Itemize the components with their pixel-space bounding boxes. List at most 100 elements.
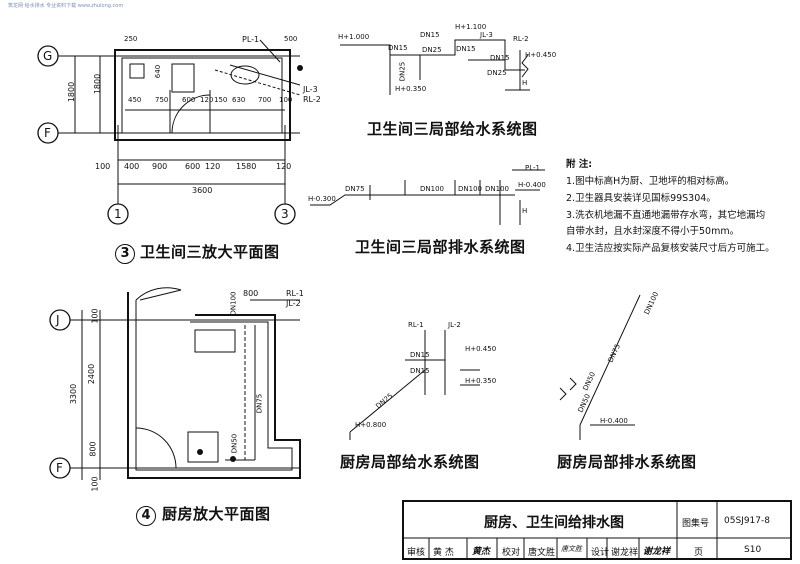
atlas-label: 图集号: [682, 519, 710, 529]
bs-label-4: DN25: [422, 46, 442, 54]
kitchen-inner-wall: [135, 300, 293, 471]
bath-inner-dim-1: 750: [155, 96, 169, 104]
tb-designer-signature: 谢龙祥: [643, 547, 671, 557]
note-1: 1.图中标高H为厨、卫地坪的相对标高。: [566, 176, 735, 187]
bd-label-7: H: [522, 207, 528, 215]
ks-label-7: H+0.800: [355, 421, 387, 429]
bath-dim-left: 1800: [67, 81, 77, 103]
kitchen-door-top: [135, 287, 182, 301]
tb-checker-signature: 唐文胜: [561, 545, 582, 553]
bd-label-2: DN75: [345, 185, 365, 193]
bd-label-5: DN100: [485, 185, 509, 193]
bd-label-6: H-0.400: [518, 181, 546, 189]
kp-dim-4: 100: [90, 476, 100, 492]
grid-label-3: 3: [281, 207, 289, 221]
bs-label-7: DN25: [487, 69, 507, 77]
kp-dim-3: 100: [90, 308, 100, 324]
bs-label-3: DN15: [420, 31, 440, 39]
bath-pipe-pl1: PL-1: [242, 35, 260, 44]
bath-plan-title: 卫生间三放大平面图: [140, 243, 280, 261]
ks-label-0: RL-1: [408, 321, 424, 329]
bs-label-13: H: [522, 79, 528, 87]
bath-dim-b3: 600: [185, 162, 201, 171]
note-3: 3.洗衣机地漏不直通地漏带存水弯，其它地漏均: [566, 210, 766, 221]
bs-label-8: DN25: [398, 61, 407, 82]
bs-label-0: H+1.000: [338, 33, 370, 41]
bd-label-4: DN100: [458, 185, 482, 193]
tb-checker: 唐文胜: [528, 548, 556, 558]
tb-review-label: 审核: [407, 548, 426, 558]
bath-inner-dim-6: 700: [258, 96, 272, 104]
grid-bubble-f: [37, 122, 59, 144]
tb-check-label: 校对: [502, 548, 521, 558]
bd-label-0: PL-1: [525, 164, 540, 172]
kp-dim-5: 800: [243, 289, 259, 298]
note-3b: 自带水封，且水封深度不得小于50mm。: [566, 226, 740, 237]
bs-label-6: DN15: [490, 54, 510, 62]
grid-bubble-g: [37, 45, 59, 67]
kp-pipe-dn100: DN100: [229, 291, 238, 316]
bath-inner-dim-4: 150: [214, 96, 228, 104]
grid-bubble-1: [107, 203, 129, 225]
grid-bubble-3: [274, 203, 296, 225]
shower: [129, 63, 145, 79]
note-2: 2.卫生器具安装详见国标99S304。: [566, 193, 716, 204]
bath-inner-wall: [121, 57, 283, 134]
tb-reviewer-signature: 黄杰: [472, 547, 491, 557]
bath-dim-b6: 120: [276, 162, 292, 171]
ks-label-2: DN15: [410, 351, 430, 359]
kp-pipe-dn75: DN75: [255, 393, 264, 414]
title-block: 厨房、卫生间给排水图 图集号 05SJ917-8 审核 黄 杰 黄杰 校对 唐文…: [402, 500, 792, 560]
ks-label-3: DN15: [410, 367, 430, 375]
bath-inner-dim-0: 450: [128, 96, 142, 104]
bs-label-2: DN15: [388, 44, 408, 52]
tb-designer: 谢龙祥: [611, 548, 639, 558]
bath-inner-dim-5: 630: [232, 96, 246, 104]
kp-dim-0: 3300: [69, 383, 79, 405]
atlas-number: 05SJ917-8: [724, 516, 770, 526]
bath-pipe-jl3: JL-3: [303, 85, 318, 94]
bath-plan-number: 3: [115, 244, 135, 264]
kitchen-plan-title: 厨房放大平面图: [162, 505, 271, 523]
tb-design-label: 设计: [591, 548, 610, 558]
bath-inner-dim-9: 250: [124, 35, 138, 43]
bd-label-1: H-0.300: [308, 195, 336, 203]
ks-label-6: H+0.350: [465, 377, 497, 385]
bath-outer-wall: [114, 49, 291, 141]
bd-label-3: DN100: [420, 185, 444, 193]
kd-label-4: H-0.400: [600, 417, 628, 425]
toilet: [171, 63, 195, 93]
grid-label-g: G: [43, 49, 53, 63]
bs-label-11: JL-3: [480, 31, 493, 39]
bath-dim-b5: 1580: [236, 162, 257, 171]
grid-bubble-j: [49, 309, 71, 331]
kitchen-drain-title: 厨房局部排水系统图: [557, 453, 697, 471]
grid-bubble-f2: [49, 457, 71, 479]
bath-dim-left-2: 1800: [93, 73, 103, 95]
bath-inner-dim-3: 120: [200, 96, 214, 104]
bath-supply-title: 卫生间三局部给水系统图: [367, 120, 538, 138]
bs-label-10: H+0.450: [525, 51, 557, 59]
grid-label-f: F: [44, 126, 51, 140]
bath-inner-dim-7: 100: [279, 96, 293, 104]
bath-dim-total: 3600: [192, 186, 213, 195]
bath-pipe-rl2: RL-2: [303, 95, 321, 104]
bath-inner-dim-2: 600: [182, 96, 196, 104]
grid-label-j: J: [56, 313, 60, 327]
bath-dim-b1: 400: [124, 162, 140, 171]
drawing-title: 厨房、卫生间给排水图: [484, 515, 624, 531]
bath-inner-dim-8: 640: [154, 64, 163, 79]
bath-dim-b4: 120: [205, 162, 221, 171]
kp-dim-2: 800: [88, 441, 98, 457]
notes-heading: 附 注:: [566, 159, 593, 170]
ks-label-1: JL-2: [448, 321, 461, 329]
bath-dim-b2: 900: [152, 162, 168, 171]
bath-door-arc: [171, 94, 211, 134]
kitchen-door-bottom: [135, 427, 177, 469]
grid-label-1: 1: [114, 207, 122, 221]
watermark-text: 筑龙网 给水排水 专业资料下载 www.zhulong.com: [8, 3, 124, 9]
kitchen-outer-wall: [127, 292, 301, 479]
page-number: S10: [744, 545, 762, 555]
bath-drain-title: 卫生间三局部排水系统图: [355, 238, 526, 256]
